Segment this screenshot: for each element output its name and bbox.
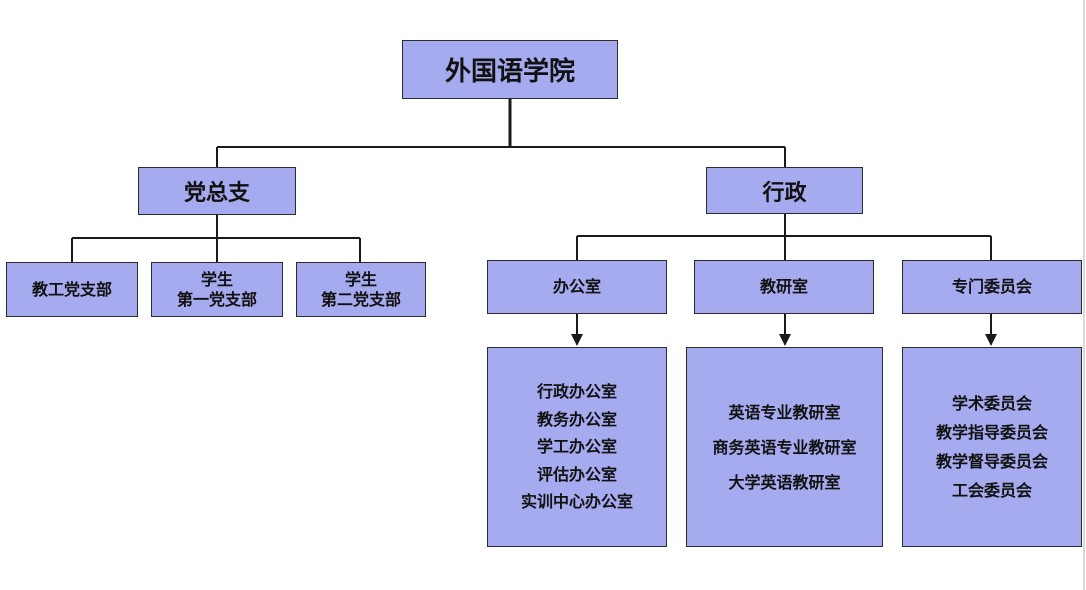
committee-item: 教学督导委员会	[935, 452, 1048, 471]
teaching-research-item: 英语专业教研室	[728, 402, 841, 422]
teaching-research-detail-box: 英语专业教研室 商务英语专业教研室 大学英语教研室	[686, 347, 883, 547]
office-item: 实训中心办公室	[520, 492, 633, 512]
committee-item: 工会委员会	[951, 481, 1032, 500]
party-branch-label-line1: 学生	[200, 269, 233, 289]
admin-unit-node: 专门委员会	[902, 260, 1082, 314]
admin-unit-label: 办公室	[552, 277, 601, 296]
teaching-research-item: 大学英语教研室	[728, 472, 841, 492]
party-branch-node: 教工党支部	[6, 262, 138, 317]
committee-detail-box: 学术委员会 教学指导委员会 教学督导委员会 工会委员会	[902, 347, 1082, 547]
admin-unit-node: 办公室	[487, 260, 667, 314]
committee-item: 学术委员会	[951, 394, 1032, 413]
root-node: 外国语学院	[402, 40, 618, 99]
page-edge-divider	[1083, 0, 1085, 590]
root-label: 外国语学院	[444, 57, 575, 87]
party-branch-label-line2: 第二党支部	[320, 289, 401, 309]
office-item: 行政办公室	[536, 382, 617, 402]
teaching-research-item: 商务英语专业教研室	[712, 437, 857, 457]
admin-label: 行政	[762, 180, 807, 206]
admin-unit-label: 专门委员会	[951, 277, 1032, 296]
party-branch-label: 教工党支部	[31, 279, 112, 299]
admin-node: 行政	[706, 167, 863, 214]
party-branch-node: 学生 第二党支部	[296, 262, 426, 317]
admin-unit-node: 教研室	[694, 260, 874, 314]
party-branch-node: 学生 第一党支部	[151, 262, 283, 317]
party-branch-label-line1: 学生	[344, 269, 377, 289]
office-detail-box: 行政办公室 教务办公室 学工办公室 评估办公室 实训中心办公室	[487, 347, 667, 547]
party-branch-label-line2: 第一党支部	[176, 289, 257, 309]
party-label: 党总支	[183, 181, 250, 206]
party-node: 党总支	[138, 167, 296, 215]
committee-item: 教学指导委员会	[935, 423, 1048, 442]
office-item: 教务办公室	[536, 409, 617, 429]
office-item: 评估办公室	[536, 464, 617, 484]
admin-unit-label: 教研室	[759, 277, 808, 296]
office-item: 学工办公室	[536, 437, 617, 457]
